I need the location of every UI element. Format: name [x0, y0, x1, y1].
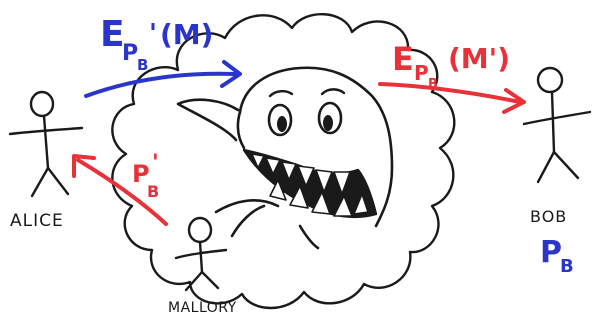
red-label-bob: E P B (M')	[392, 40, 510, 92]
shark-brow-right	[320, 88, 346, 96]
red-arrow-to-alice	[72, 154, 168, 226]
red-label-arg: (M')	[448, 42, 510, 75]
blue-label: E P B ' (M)	[100, 14, 213, 74]
blue-label-prime: '	[149, 19, 157, 49]
red-label-e: E	[392, 40, 414, 78]
red-label-b: B	[428, 77, 438, 92]
mallory-figure-icon	[174, 216, 228, 292]
bob-label: BOB	[530, 207, 567, 226]
red-label-mallory-key: P ' B	[132, 151, 159, 201]
cloud-icon	[111, 13, 456, 310]
alice-label: ALICE	[10, 211, 64, 231]
shark-pupil-left	[277, 116, 287, 132]
bob-key-label: P B	[540, 235, 574, 277]
blue-label-p: P	[122, 41, 138, 66]
alice-figure-icon	[8, 90, 84, 198]
red-label-p: P	[414, 61, 429, 85]
mallory-key-b: B	[147, 182, 159, 201]
bob-figure-icon	[522, 66, 592, 184]
mallory-label: MALLORY	[168, 300, 237, 316]
blue-label-b: B	[137, 56, 148, 74]
bob-key-b: B	[560, 256, 574, 277]
shark-icon	[176, 66, 394, 250]
blue-arrow	[84, 60, 242, 98]
blue-label-e: E	[100, 14, 125, 55]
bob-key-p: P	[540, 235, 562, 270]
mallory-key-prime: '	[152, 151, 159, 176]
mallory-key-p: P	[132, 160, 150, 188]
blue-label-arg: (M)	[160, 18, 213, 51]
shark-teeth	[251, 153, 369, 217]
shark-pupil-right	[323, 115, 333, 131]
shark-brow-left	[268, 90, 294, 98]
red-arrow-to-bob	[378, 82, 526, 114]
